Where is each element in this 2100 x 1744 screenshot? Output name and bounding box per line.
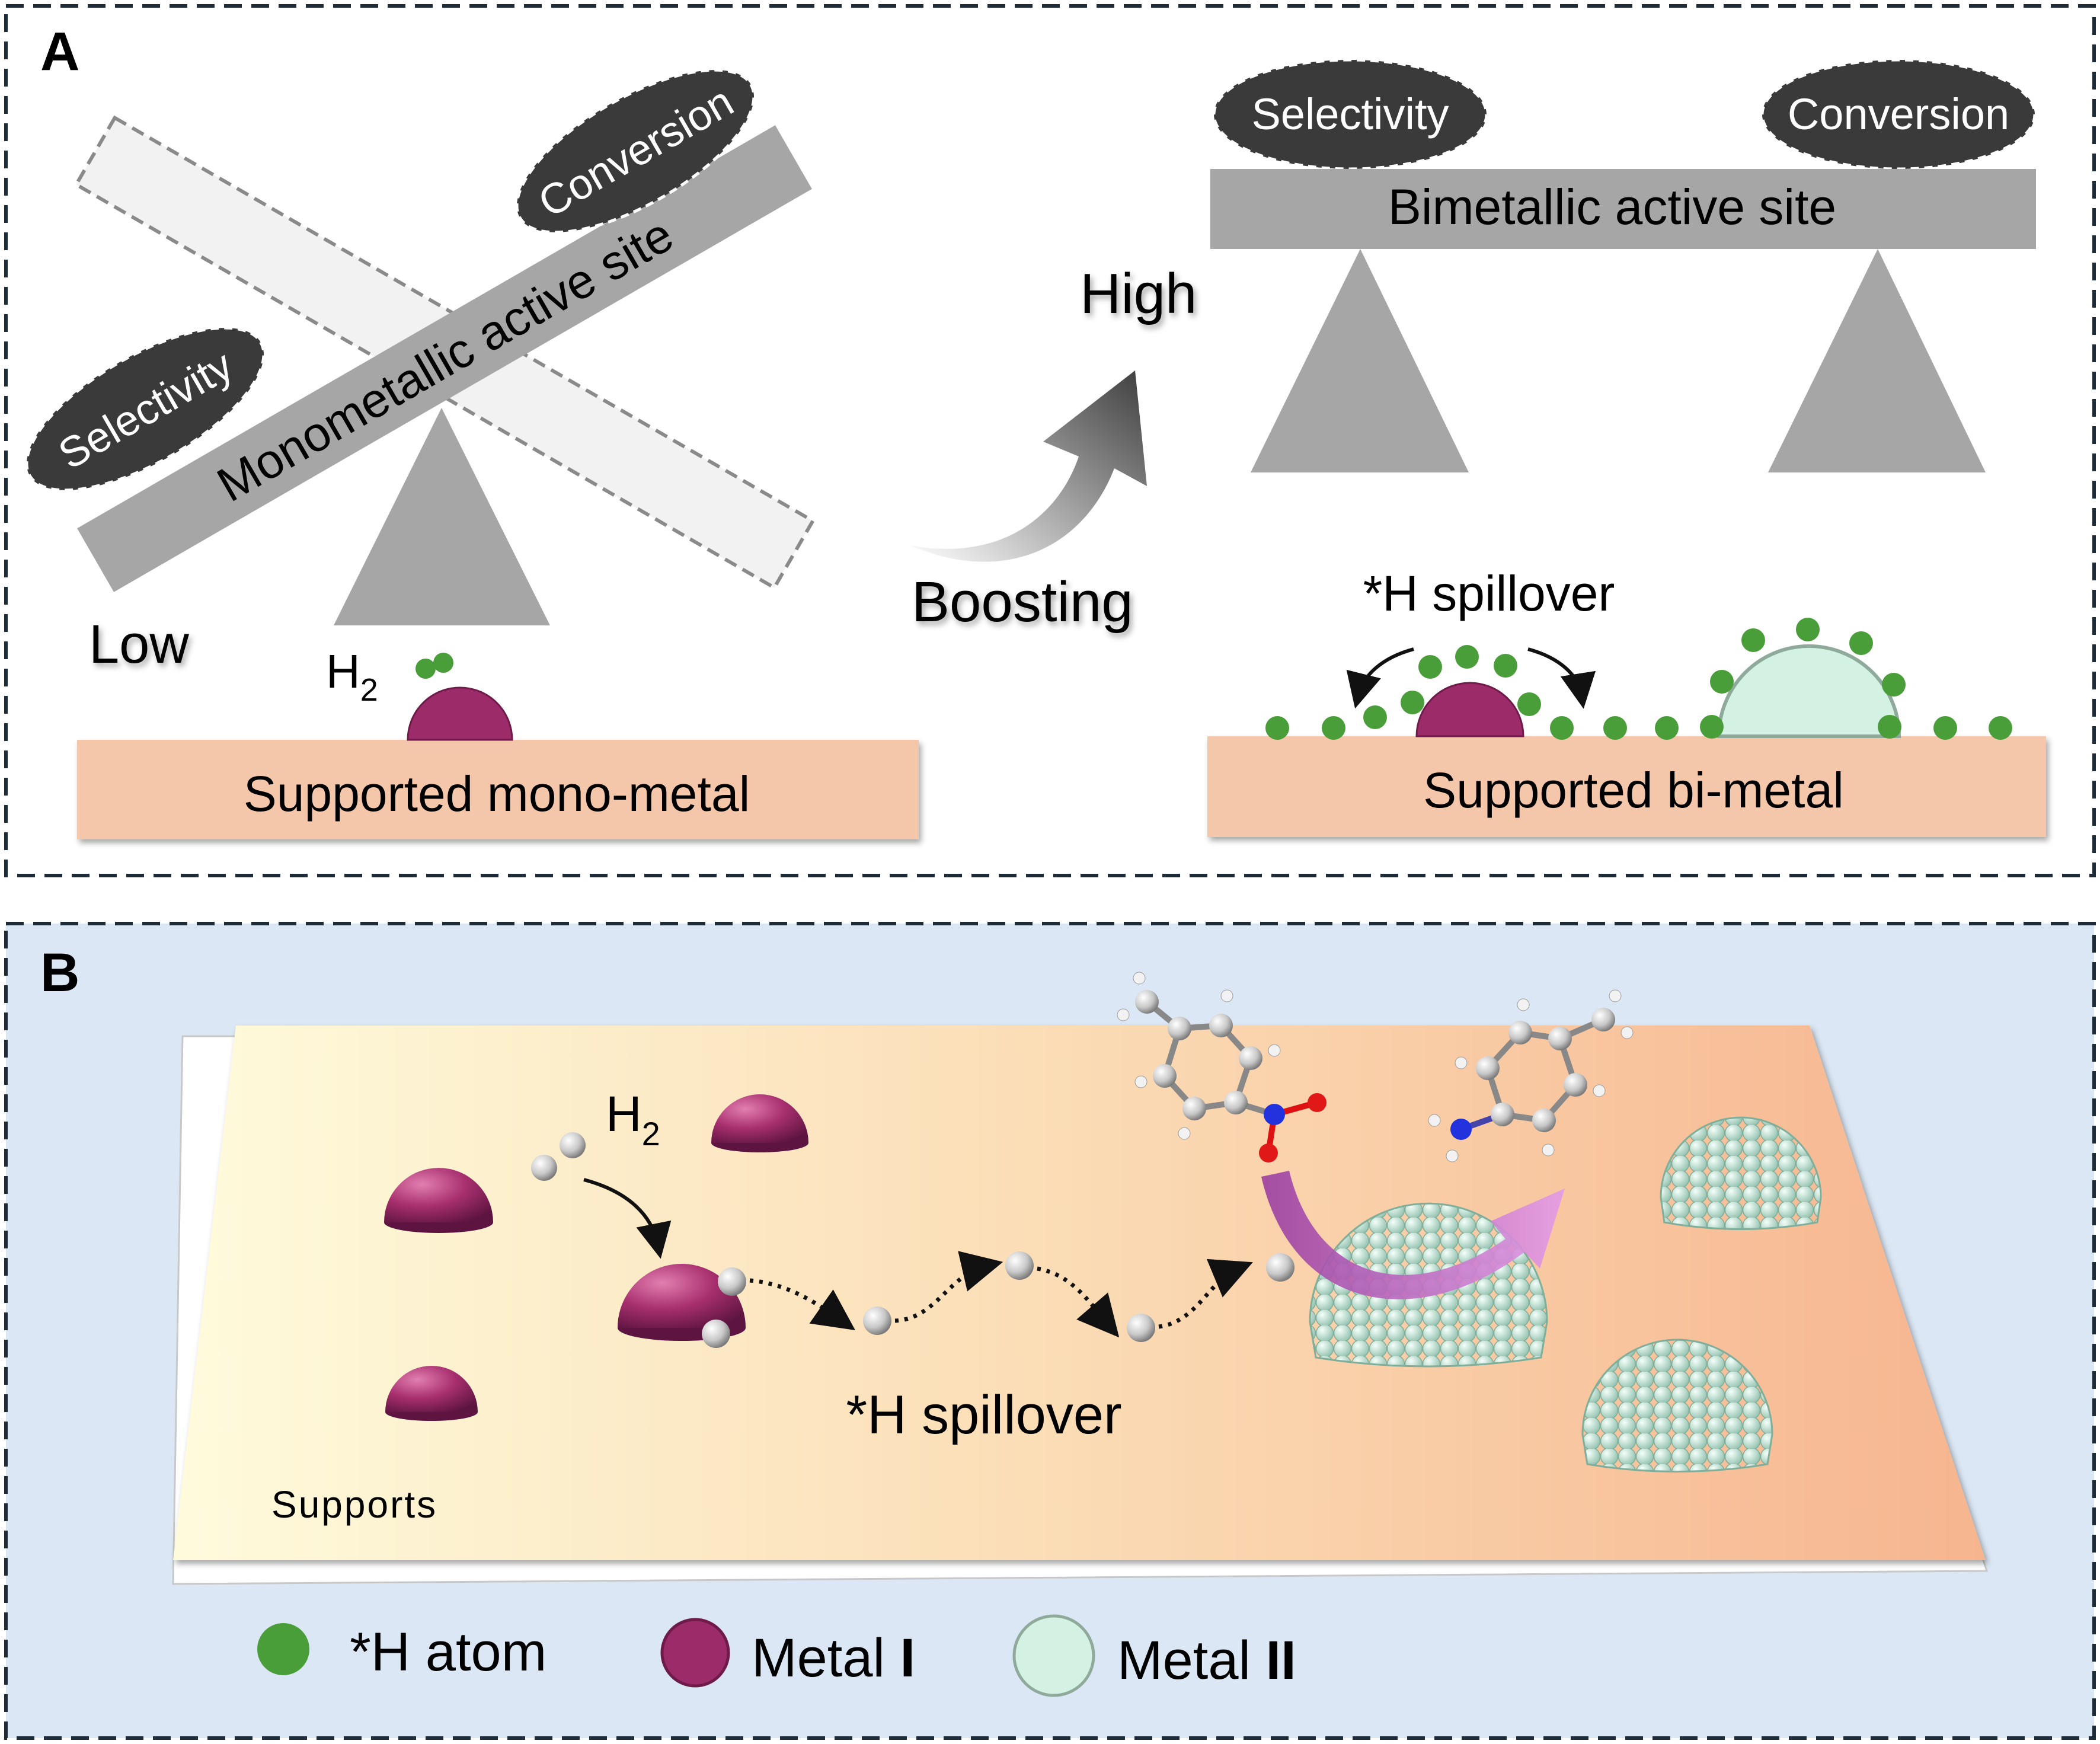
h-atom — [1455, 645, 1479, 669]
h-atom — [1933, 716, 1957, 740]
h-atom-ball — [1005, 1251, 1034, 1280]
spillover-arrow-right — [1527, 647, 1596, 709]
h-atom — [1655, 716, 1679, 740]
reaction-arrow — [1261, 1171, 1565, 1299]
legend-metal-2-swatch — [1012, 1614, 1095, 1697]
h-atom — [1882, 673, 1906, 697]
panel-a: A Monometallic active site Selectivity C… — [4, 4, 2096, 877]
legend-h-atom-swatch — [257, 1623, 309, 1675]
h-atom — [1517, 692, 1541, 716]
bi-support-label: Supported bi-metal — [1423, 762, 1844, 818]
h-atom-ball — [1266, 1253, 1294, 1282]
h-atom — [1700, 715, 1724, 739]
h-atom — [1603, 716, 1627, 740]
bi-beam-label: Bimetallic active site — [1388, 179, 1836, 235]
bi-conversion-label: Conversion — [1788, 90, 2009, 139]
mono-metal-particle — [407, 686, 513, 741]
toluidine-atoms — [1428, 989, 1634, 1162]
dissociation-arrow — [583, 1178, 672, 1259]
mono-fulcrum — [334, 408, 550, 625]
boosting-label: Boosting — [912, 570, 1133, 634]
spillover-arrows — [1346, 647, 1596, 709]
h-atom — [1418, 655, 1442, 679]
panel-b: B H2 *H spillover Supports — [4, 922, 2096, 1740]
h-atoms-bi — [1265, 618, 2012, 740]
boosting-arrow — [910, 370, 1147, 562]
h-atom-ball — [718, 1267, 746, 1296]
bi-metal-2-particle — [1717, 644, 1901, 738]
h-atom — [1849, 631, 1873, 655]
low-label: Low — [89, 614, 189, 675]
metal-2-cluster — [1581, 1339, 1773, 1473]
h-atom — [415, 659, 436, 679]
b-h2-label: H2 — [606, 1086, 660, 1152]
h-atom — [1741, 628, 1765, 652]
h-atom — [1710, 670, 1734, 694]
h-atom — [1989, 716, 2012, 740]
h-atom — [1265, 716, 1289, 740]
bi-support — [1207, 736, 2046, 837]
metal-2-cluster — [1660, 1116, 1822, 1230]
h2-molecule — [531, 1132, 586, 1181]
legend-metal-2-label: Metal II — [1117, 1630, 1296, 1691]
metal-1-dome — [711, 1094, 808, 1152]
mono-h2-label: H2 — [326, 645, 378, 708]
spillover-path — [894, 1251, 1003, 1323]
b-spillover-label: *H spillover — [846, 1385, 1121, 1445]
legend-metal-1-swatch — [660, 1618, 730, 1688]
supports-label: Supports — [271, 1483, 437, 1526]
h-atom — [1363, 705, 1387, 729]
h-atom-ball — [863, 1307, 891, 1335]
bi-fulcrum-right — [1768, 249, 1986, 472]
h-atom — [1322, 716, 1345, 740]
metal-1-dome — [385, 1366, 478, 1421]
bi-spillover-label: *H spillover — [1363, 566, 1615, 621]
bi-metal-1-particle — [1415, 682, 1524, 737]
h-atom — [1494, 654, 1517, 678]
spillover-arrow-left — [1346, 647, 1414, 709]
bi-fulcrum-left — [1251, 249, 1469, 472]
metal-1-dome — [384, 1168, 493, 1233]
mono-support — [77, 740, 919, 839]
h-atom — [1550, 716, 1574, 740]
legend-metal-1-label: Metal I — [752, 1628, 915, 1688]
panel-a-letter: A — [40, 21, 79, 82]
h-atom-ball — [1127, 1314, 1155, 1342]
legend: *H atom Metal I Metal II — [257, 1614, 1296, 1697]
h-atom — [1401, 691, 1424, 714]
legend-h-atom-label: *H atom — [350, 1622, 546, 1682]
mono-support-label: Supported mono-metal — [244, 766, 750, 822]
spillover-path — [1037, 1266, 1120, 1338]
nitrotoluene-atoms — [1117, 972, 1327, 1162]
h-atom-ball — [702, 1320, 730, 1348]
h-atom — [1796, 618, 1820, 641]
bi-beam — [1210, 169, 2036, 249]
high-label: High — [1080, 262, 1197, 325]
h-atom — [433, 653, 453, 673]
bi-selectivity-label: Selectivity — [1251, 90, 1449, 139]
h-atom — [1878, 715, 1901, 739]
panel-b-letter: B — [40, 943, 79, 1003]
